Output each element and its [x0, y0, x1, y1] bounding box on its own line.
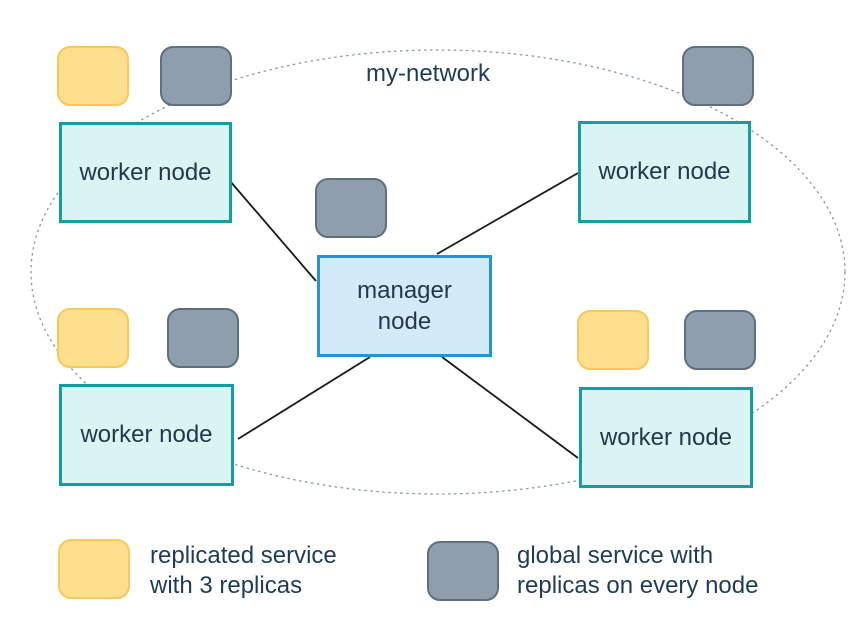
global-service-icon — [160, 46, 232, 106]
replicated-service-icon — [57, 308, 129, 368]
legend-label-global: global service with replicas on every no… — [517, 542, 759, 599]
replicated-service-icon — [577, 310, 649, 370]
node-label: worker node — [598, 158, 731, 185]
global-service-swatch — [427, 541, 499, 601]
replicated-service-swatch — [58, 539, 130, 599]
global-service-icon — [315, 178, 387, 238]
global-service-icon — [682, 46, 754, 106]
worker-node-box-top-right: worker node — [578, 121, 751, 223]
network-boundary-ellipse — [30, 49, 846, 495]
connector-line-manager-worker-tl — [229, 180, 317, 282]
node-label: manager node — [357, 277, 452, 335]
worker-node-box-top-left: worker node — [59, 122, 232, 223]
legend-label-replicated: replicated service with 3 replicas — [150, 542, 337, 599]
replicated-service-icon — [57, 46, 129, 106]
node-label: worker node — [80, 421, 213, 448]
node-label: worker node — [599, 423, 733, 451]
worker-node-box-bottom-right: worker node — [579, 387, 753, 488]
worker-node-box-bottom-left: worker node — [59, 384, 234, 486]
manager-node-box: manager node — [317, 255, 492, 357]
global-service-icon — [684, 310, 756, 370]
node-label: worker node — [79, 158, 212, 186]
network-name-label: my-network — [365, 60, 491, 87]
connector-line-manager-worker-br — [441, 356, 579, 459]
connector-line-manager-worker-tr — [436, 172, 579, 255]
global-service-icon — [167, 308, 239, 368]
connector-line-manager-worker-bl — [237, 356, 371, 440]
